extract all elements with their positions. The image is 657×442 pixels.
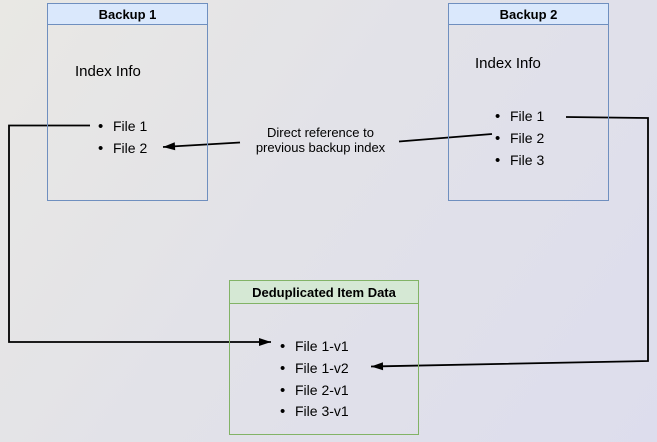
backup2-title: Backup 2 [449, 4, 608, 25]
deduplicated-item-data-title: Deduplicated Item Data [230, 281, 418, 304]
list-item: File 3-v1 [280, 401, 349, 423]
list-item: File 3 [495, 150, 544, 172]
direct-reference-label: Direct reference to previous backup inde… [230, 125, 411, 155]
backup1-subtitle: Index Info [75, 63, 141, 80]
deduplicated-item-data-box: Deduplicated Item Data File 1-v1File 1-v… [229, 280, 419, 435]
list-item: File 1 [98, 116, 147, 138]
deduplicated-file-list: File 1-v1File 1-v2File 2-v1File 3-v1 [280, 336, 349, 423]
backup2-box: Backup 2 Index Info File 1File 2File 3 [448, 3, 609, 201]
backup1-title: Backup 1 [48, 4, 207, 25]
backup1-file-list: File 1File 2 [98, 116, 147, 160]
list-item: File 2-v1 [280, 380, 349, 402]
backup2-subtitle: Index Info [475, 55, 541, 72]
direct-reference-label-line2: previous backup index [255, 140, 386, 155]
backup1-box: Backup 1 Index Info File 1File 2 [47, 3, 208, 201]
direct-reference-label-line1: Direct reference to [267, 125, 374, 140]
list-item: File 2 [495, 128, 544, 150]
list-item: File 2 [98, 138, 147, 160]
list-item: File 1-v2 [280, 358, 349, 380]
list-item: File 1-v1 [280, 336, 349, 358]
list-item: File 1 [495, 106, 544, 128]
backup2-file-list: File 1File 2File 3 [495, 106, 544, 171]
